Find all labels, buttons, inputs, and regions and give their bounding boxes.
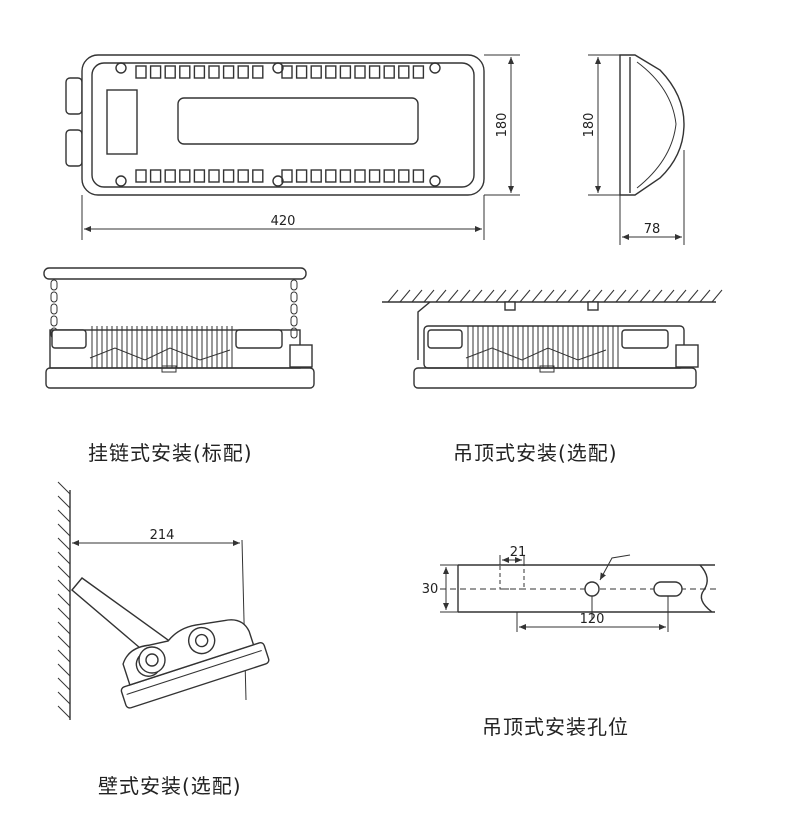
side-view: 180 78 (582, 54, 685, 245)
dim-side-depth: 78 (644, 222, 661, 237)
dim-wall-reach: 214 (150, 528, 175, 543)
dim-hole-spacing: 120 (580, 612, 605, 627)
dim-side-height: 180 (582, 113, 597, 138)
caption-ceiling-holes: 吊顶式安装孔位 (482, 715, 629, 739)
dim-hole-width: 21 (510, 545, 527, 560)
dim-top-height: 180 (495, 113, 510, 138)
chain-mount-view (43, 267, 315, 389)
dim-top-width: 420 (271, 214, 296, 229)
ceiling-mount-view (382, 289, 723, 389)
top-view: 420 180 (65, 54, 520, 240)
ceiling-holes-view: 30 21 120 (422, 545, 716, 632)
caption-ceiling-mount: 吊顶式安装(选配) (453, 441, 618, 465)
caption-wall-mount: 壁式安装(选配) (98, 774, 242, 798)
dim-hole-height: 30 (422, 582, 439, 597)
wall-mount-view: 214 (57, 481, 270, 720)
caption-chain-mount: 挂链式安装(标配) (88, 441, 253, 465)
